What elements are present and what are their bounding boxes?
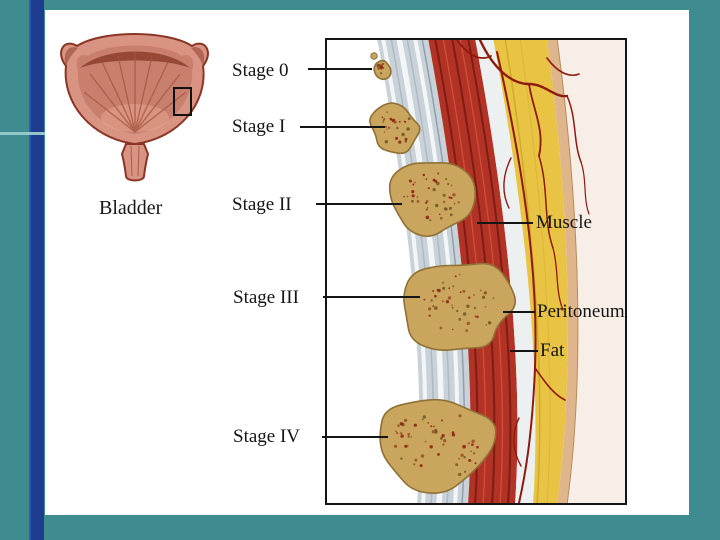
leader-line-stage-4 bbox=[322, 436, 388, 438]
peritoneum-edge bbox=[556, 37, 579, 506]
leader-line-peritoneum bbox=[503, 311, 535, 313]
stage-label-3: Stage III bbox=[233, 287, 299, 308]
leader-line-stage-0 bbox=[308, 68, 372, 70]
leader-line-stage-3 bbox=[323, 296, 420, 298]
stage-label-2: Stage II bbox=[232, 194, 292, 215]
bladder-muscle-streaks bbox=[83, 52, 187, 133]
tissue-label-fat: Fat bbox=[540, 340, 565, 361]
fat-layer bbox=[493, 38, 568, 505]
cross-section-illustration bbox=[325, 37, 627, 506]
cross-section-frame bbox=[325, 37, 627, 506]
peritoneum-layer bbox=[547, 38, 578, 505]
tumor-stage-2 bbox=[388, 161, 477, 238]
tumor-stage-4 bbox=[379, 398, 497, 494]
urethra-lines bbox=[130, 145, 140, 177]
accent-bar bbox=[29, 0, 44, 540]
leader-line-muscle bbox=[477, 222, 533, 224]
bladder-horn-right bbox=[191, 47, 205, 66]
outer-tissue bbox=[557, 38, 627, 505]
bladder-horn-left bbox=[64, 47, 78, 66]
stage-label-0: Stage 0 bbox=[232, 60, 289, 81]
blood-vessels bbox=[456, 38, 590, 504]
bladder-illustration bbox=[60, 33, 209, 182]
stage-label-1: Stage I bbox=[232, 116, 286, 137]
leader-line-stage-1 bbox=[300, 126, 385, 128]
bladder-neck bbox=[120, 143, 150, 182]
tissue-label-peritoneum: Peritoneum bbox=[537, 301, 625, 322]
divider-line bbox=[0, 132, 45, 135]
tumor-stage-3 bbox=[403, 262, 517, 351]
stage-label-4: Stage IV bbox=[233, 426, 301, 447]
leader-line-fat bbox=[510, 350, 538, 352]
tumor-satellite bbox=[370, 52, 378, 60]
tumor-stage-1 bbox=[369, 102, 421, 155]
bladder-label: Bladder bbox=[99, 197, 163, 219]
serosa-layer bbox=[475, 38, 536, 505]
cross-section-border bbox=[325, 38, 627, 505]
fat-texture bbox=[504, 37, 551, 506]
tumor-stage-0 bbox=[373, 59, 392, 81]
leader-line-stage-2 bbox=[316, 203, 402, 205]
zoom-region-marker bbox=[173, 87, 192, 116]
tissue-label-muscle: Muscle bbox=[536, 212, 592, 233]
